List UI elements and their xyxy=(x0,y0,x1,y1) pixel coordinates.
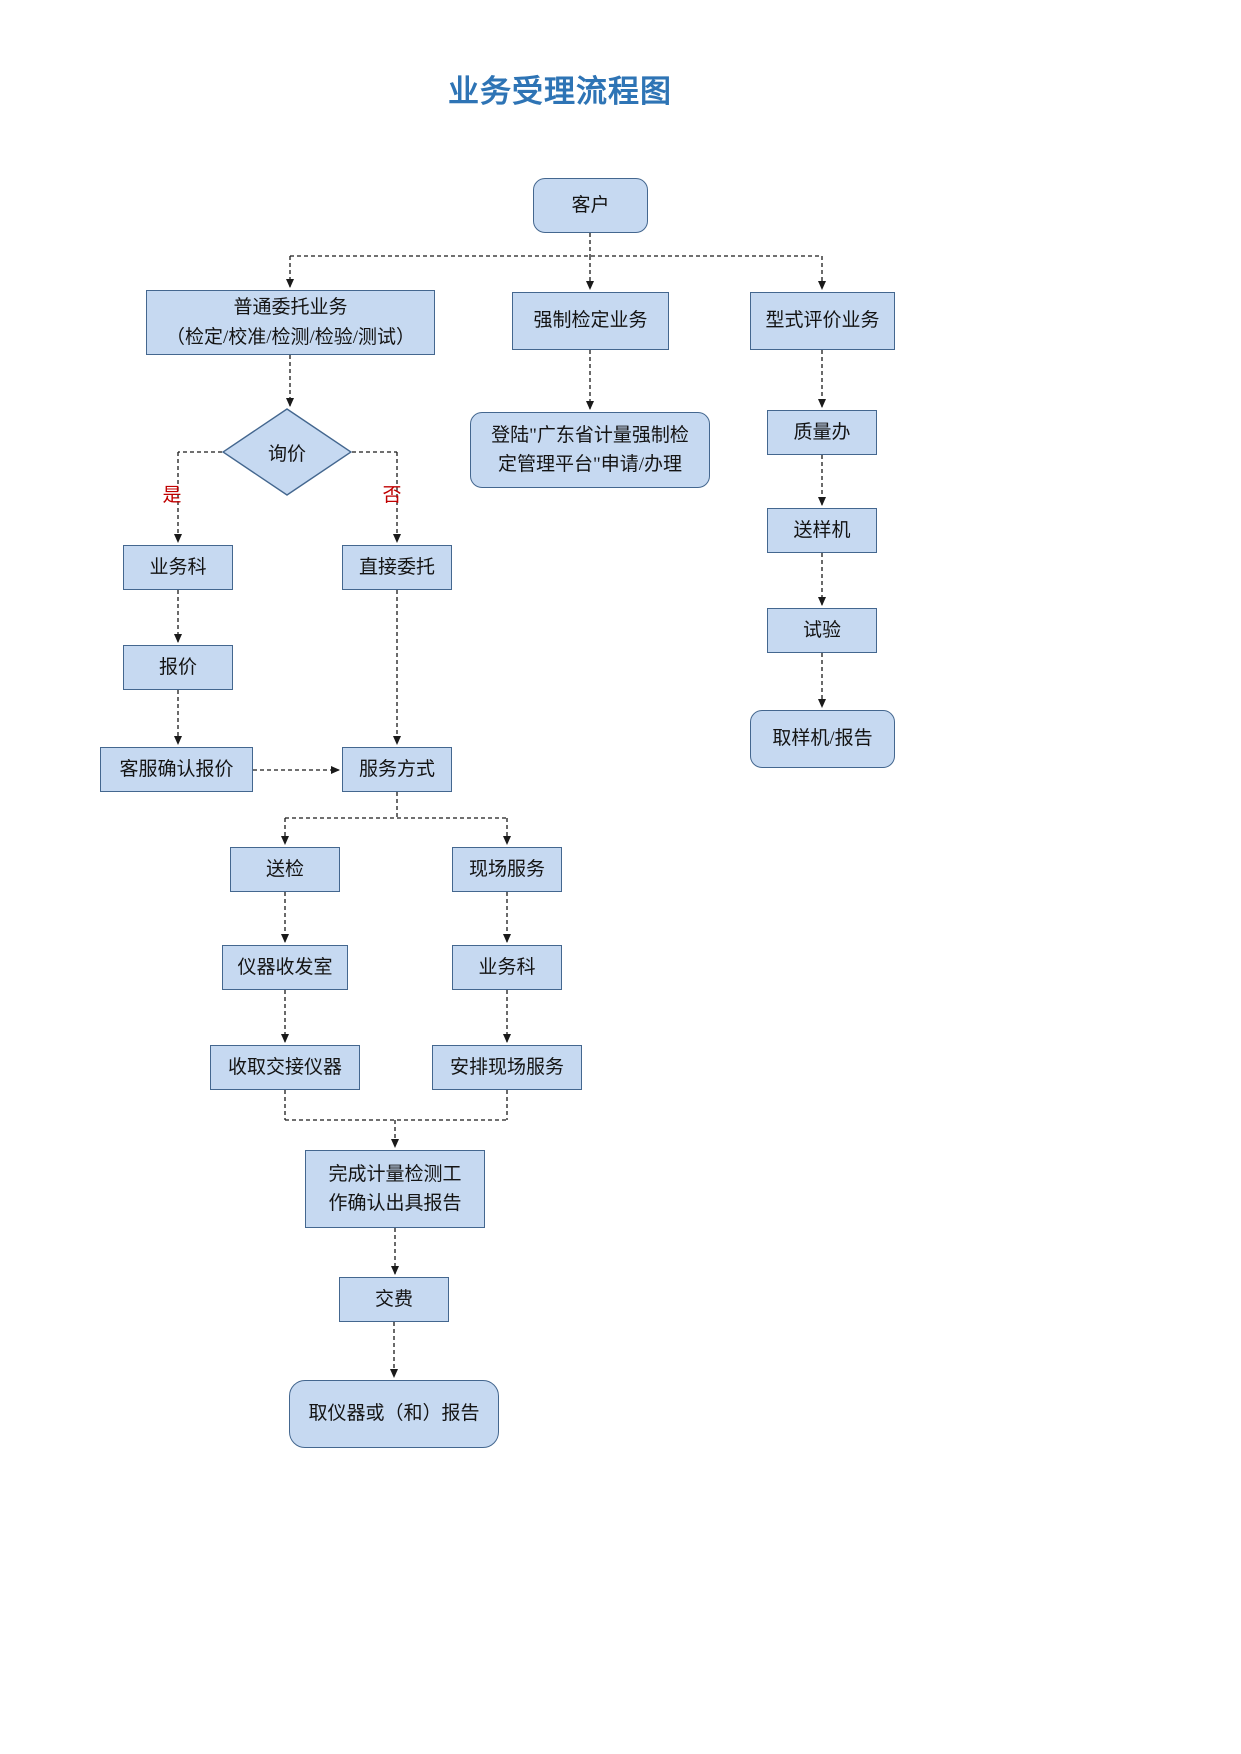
node-business-dept: 业务科 xyxy=(123,545,233,590)
node-take-instrument-report: 取仪器或（和）报告 xyxy=(289,1380,499,1448)
node-send-sample: 送样机 xyxy=(767,508,877,553)
node-receive-instruments: 收取交接仪器 xyxy=(210,1045,360,1090)
node-inquiry-label: 询价 xyxy=(267,443,306,465)
node-send-inspect: 送检 xyxy=(230,847,340,892)
node-type-evaluation: 型式评价业务 xyxy=(750,292,895,350)
node-quote: 报价 xyxy=(123,645,233,690)
node-customer: 客户 xyxy=(533,178,648,233)
node-direct-commission: 直接委托 xyxy=(342,545,452,590)
node-instrument-room: 仪器收发室 xyxy=(222,945,348,990)
node-take-sample-report: 取样机/报告 xyxy=(750,710,895,768)
node-service-mode: 服务方式 xyxy=(342,747,452,792)
node-complete-report: 完成计量检测工 作确认出具报告 xyxy=(305,1150,485,1228)
node-test: 试验 xyxy=(767,608,877,653)
node-quality-office: 质量办 xyxy=(767,410,877,455)
diamond-shape xyxy=(222,408,352,496)
node-ordinary-business: 普通委托业务 （检定/校准/检测/检验/测试） xyxy=(146,290,435,355)
page-title: 业务受理流程图 xyxy=(448,74,672,109)
node-arrange-onsite: 安排现场服务 xyxy=(432,1045,582,1090)
node-confirm-quote: 客服确认报价 xyxy=(100,747,253,792)
branch-label-yes: 是 xyxy=(162,485,182,506)
node-onsite-service: 现场服务 xyxy=(452,847,562,892)
node-compulsory-verification: 强制检定业务 xyxy=(512,292,669,350)
branch-label-no: 否 xyxy=(382,485,402,506)
node-business-dept-2: 业务科 xyxy=(452,945,562,990)
node-platform-apply: 登陆"广东省计量强制检 定管理平台"申请/办理 xyxy=(470,412,710,488)
node-inquiry-decision: 询价 xyxy=(222,408,352,496)
node-pay-fee: 交费 xyxy=(339,1277,449,1322)
